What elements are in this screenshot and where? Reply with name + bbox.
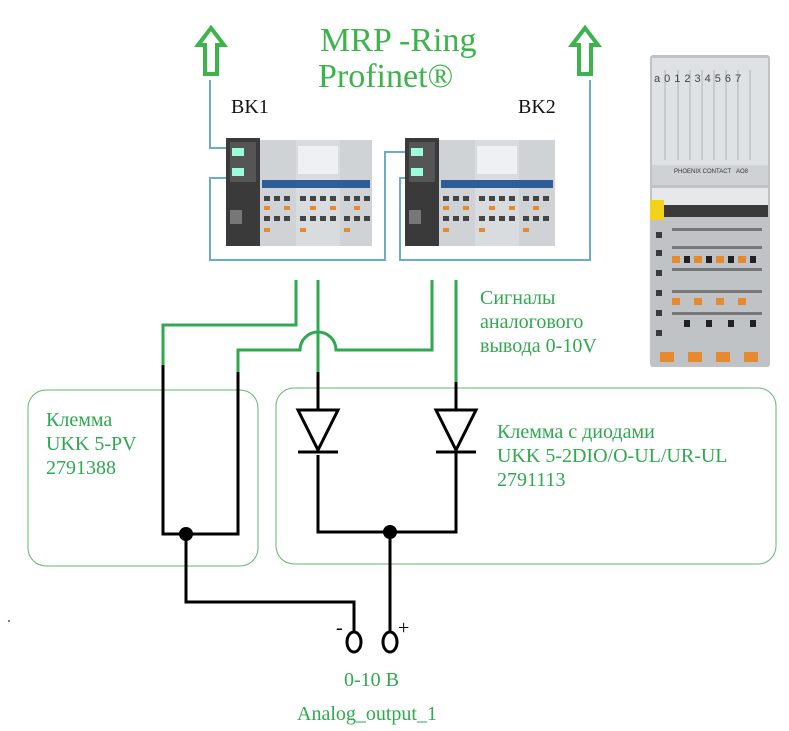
- junction-pv: [179, 527, 193, 541]
- bk2-label: BK2: [518, 96, 556, 118]
- ao8-module-photo: [650, 55, 770, 367]
- channel-label: 4: [704, 73, 715, 85]
- title-line2: Profinet®: [318, 58, 454, 95]
- signal-note-line3: вывода 0-10V: [480, 335, 597, 357]
- channel-label: a: [654, 73, 665, 85]
- terminal-pv-line3: 2791388: [46, 457, 116, 479]
- output-terminal-minus: [345, 630, 363, 654]
- bus-coupler-bk2: [405, 138, 555, 246]
- bus-coupler-bk1: [226, 138, 372, 246]
- bk1-label: BK1: [231, 96, 269, 118]
- module-brand: PHOENIX CONTACT: [674, 169, 732, 175]
- channel-label: 3: [694, 73, 705, 85]
- terminal-diodes-line1: Клемма с диодами: [497, 421, 655, 443]
- title-line1: MRP -Ring: [320, 22, 477, 59]
- module-channel-labels: a01234567: [654, 74, 745, 85]
- diode-left-icon: [295, 408, 341, 454]
- diode-right-icon: [433, 408, 479, 454]
- signal-note-line1: Сигналы: [480, 287, 556, 309]
- channel-label: 5: [714, 73, 725, 85]
- channel-label: 0: [664, 73, 675, 85]
- ring-arrow-left-icon: [193, 24, 229, 76]
- junction-diodes: [383, 525, 397, 539]
- output-name: Analog_output_1: [297, 703, 437, 725]
- channel-label: 1: [674, 73, 685, 85]
- terminal-pv-box: [27, 389, 259, 567]
- signal-note: Сигналы аналогового вывода 0-10V: [480, 286, 597, 358]
- output-minus-sign: -: [336, 617, 343, 639]
- terminal-diodes-box: [275, 387, 777, 565]
- channel-label: 2: [684, 73, 695, 85]
- terminal-pv-line1: Клемма: [46, 409, 113, 431]
- ring-arrow-right-icon: [567, 24, 603, 76]
- channel-label: 6: [724, 73, 735, 85]
- terminal-diodes-label: Клемма с диодами UKK 5-2DIO/O-UL/UR-UL 2…: [497, 420, 728, 492]
- module-type: AO8: [736, 169, 749, 175]
- terminal-pv-line2: UKK 5-PV: [46, 433, 137, 455]
- ring-cable: [209, 80, 591, 261]
- black-wires: [161, 365, 458, 632]
- output-terminal-plus: [381, 630, 399, 654]
- terminal-diodes-line3: 2791113: [497, 469, 566, 491]
- output-plus-sign: +: [398, 617, 410, 639]
- terminal-diodes-line2: UKK 5-2DIO/O-UL/UR-UL: [497, 445, 728, 467]
- signal-note-line2: аналогового: [480, 311, 584, 333]
- output-range: 0-10 В: [344, 669, 399, 691]
- terminal-pv-label: Клемма UKK 5-PV 2791388: [46, 408, 137, 480]
- green-signal-wires: [161, 280, 458, 382]
- channel-label: 7: [735, 73, 746, 85]
- stray-dot: [8, 620, 10, 622]
